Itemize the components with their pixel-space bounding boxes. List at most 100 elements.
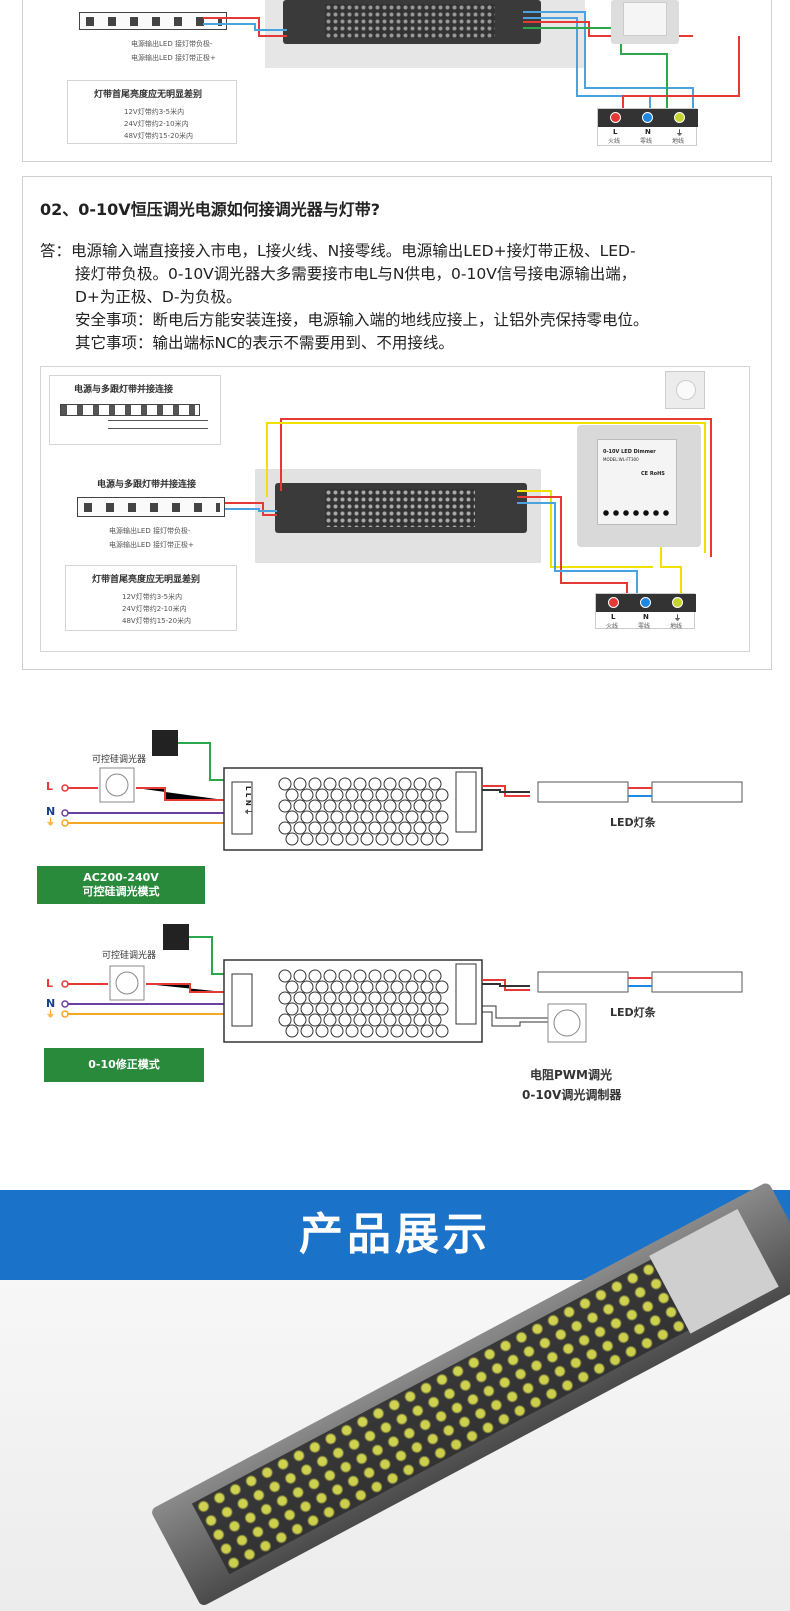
earth-line-label: ⏚ bbox=[46, 818, 56, 828]
vent-hole bbox=[375, 1024, 389, 1038]
vent-hole bbox=[413, 799, 427, 813]
neutral-line-label: N bbox=[46, 997, 56, 1010]
vent-hole bbox=[315, 810, 329, 824]
vent-hole bbox=[405, 1024, 419, 1038]
brightness-row: 24V灯带约2-10米内 bbox=[124, 120, 189, 128]
vent-hole bbox=[293, 777, 307, 791]
vent-hole bbox=[353, 799, 367, 813]
terminal-letter: L bbox=[613, 128, 618, 136]
vent-hole bbox=[420, 1024, 434, 1038]
vent-hole bbox=[300, 788, 314, 802]
vent-hole bbox=[278, 969, 292, 983]
strip-label: LED灯条 bbox=[610, 1006, 656, 1019]
answer-line: D+为正极、D-为负极。 bbox=[75, 288, 242, 306]
vent-hole bbox=[278, 1013, 292, 1027]
vent-hole bbox=[368, 991, 382, 1005]
brightness-row: 12V灯带约3-5米内 bbox=[124, 108, 185, 116]
vent-hole bbox=[315, 1024, 329, 1038]
vent-hole bbox=[315, 832, 329, 846]
terminal-letter: N bbox=[244, 799, 252, 806]
vent-hole bbox=[345, 832, 359, 846]
wiring-schematic-1 bbox=[61, 730, 743, 851]
led-strip-image bbox=[77, 497, 225, 517]
mode-label: AC200-240V 可控硅调光模式 bbox=[37, 866, 205, 904]
vent-hole bbox=[428, 799, 442, 813]
vent-hole bbox=[323, 799, 337, 813]
answer-line: 其它事项：输出端标NC的表示不需要用到、不用接线。 bbox=[75, 334, 454, 352]
vent-hole bbox=[345, 788, 359, 802]
top-wires bbox=[203, 11, 740, 118]
vent-hole bbox=[345, 810, 359, 824]
vent-hole bbox=[398, 991, 412, 1005]
live-terminal-icon bbox=[610, 112, 621, 123]
faq-answer: 答：电源输入端直接接入市电，L接火线、N接零线。电源输出LED+接灯带正极、LE… bbox=[40, 240, 760, 355]
vent-hole bbox=[353, 1013, 367, 1027]
terminal-letter: ⏚ bbox=[674, 614, 681, 622]
vent-hole bbox=[308, 799, 322, 813]
vent-hole bbox=[323, 777, 337, 791]
vent-hole bbox=[338, 969, 352, 983]
terminal-letters: L L N ⏚ bbox=[242, 786, 254, 815]
vent-hole bbox=[300, 980, 314, 994]
vent-hole bbox=[315, 980, 329, 994]
pwm-label: 电阻PWM调光 bbox=[530, 1068, 612, 1082]
vent-hole bbox=[383, 821, 397, 835]
terminal-letter: N bbox=[645, 128, 651, 136]
power-supply-image bbox=[255, 469, 541, 563]
vent-hole bbox=[308, 969, 322, 983]
vent-hole bbox=[285, 832, 299, 846]
vent-hole bbox=[353, 991, 367, 1005]
faq-question-title: 02、0-10V恒压调光电源如何接调光器与灯带? bbox=[40, 200, 380, 219]
live-line-label: L bbox=[46, 977, 54, 990]
top-diagram-panel: 电源输出LED 接灯带负极- 电源输出LED 接灯带正极+ 灯带首尾亮度应无明显… bbox=[22, 0, 772, 162]
vent-hole bbox=[428, 1013, 442, 1027]
vent-hole bbox=[375, 832, 389, 846]
vent-hole bbox=[428, 777, 442, 791]
terminal-letter: L bbox=[244, 786, 252, 791]
earth-terminal-icon bbox=[674, 112, 685, 123]
vent-hole bbox=[285, 1024, 299, 1038]
vent-hole bbox=[383, 991, 397, 1005]
vent-hole bbox=[330, 832, 344, 846]
strip-note-neg: 电源输出LED 接灯带负极- bbox=[109, 527, 191, 535]
vent-hole bbox=[420, 1002, 434, 1016]
vent-hole bbox=[345, 1024, 359, 1038]
vent-hole bbox=[368, 821, 382, 835]
vent-hole bbox=[368, 969, 382, 983]
terminal-letter: N bbox=[643, 613, 649, 621]
live-line-label: L bbox=[46, 780, 54, 793]
vent-hole bbox=[330, 1002, 344, 1016]
vent-hole bbox=[390, 810, 404, 824]
vent-hole bbox=[375, 1002, 389, 1016]
vent-hole bbox=[375, 788, 389, 802]
vent-hole bbox=[398, 777, 412, 791]
vent-hole bbox=[413, 777, 427, 791]
vent-hole bbox=[285, 980, 299, 994]
wiring-schematic-2 bbox=[61, 924, 743, 1043]
terminal-name: 零线 bbox=[640, 138, 653, 145]
brightness-title: 灯带首尾亮度应无明显差别 bbox=[94, 90, 203, 100]
vent-hole bbox=[368, 799, 382, 813]
vent-hole bbox=[398, 821, 412, 835]
answer-line: 答：电源输入端直接接入市电，L接火线、N接零线。电源输出LED+接灯带正极、LE… bbox=[40, 242, 636, 260]
vent-hole bbox=[323, 991, 337, 1005]
terminal-name: 地线 bbox=[672, 138, 685, 145]
answer-line: 接灯带负极。0-10V调光器大多需要接市电L与N供电，0-10V信号接电源输出端… bbox=[75, 265, 637, 283]
strip-note-neg: 电源输出LED 接灯带负极- bbox=[131, 40, 213, 48]
vent-hole bbox=[308, 991, 322, 1005]
vent-hole bbox=[278, 799, 292, 813]
vent-hole bbox=[345, 980, 359, 994]
vent-hole bbox=[330, 980, 344, 994]
led-strip-image bbox=[60, 404, 200, 416]
brightness-title: 灯带首尾亮度应无明显差别 bbox=[92, 575, 201, 585]
vent-hole bbox=[308, 821, 322, 835]
vent-hole bbox=[353, 821, 367, 835]
vent-hole bbox=[300, 1002, 314, 1016]
vent-hole bbox=[398, 799, 412, 813]
earth-line-label: ⏚ bbox=[46, 1010, 56, 1020]
box-title: 电源与多跟灯带并接连接 bbox=[74, 385, 174, 395]
vent-hole bbox=[360, 1024, 374, 1038]
dimmer-ce: CE RoHS bbox=[641, 471, 665, 477]
vent-hole bbox=[398, 969, 412, 983]
brightness-row: 12V灯带约3-5米内 bbox=[122, 593, 183, 601]
